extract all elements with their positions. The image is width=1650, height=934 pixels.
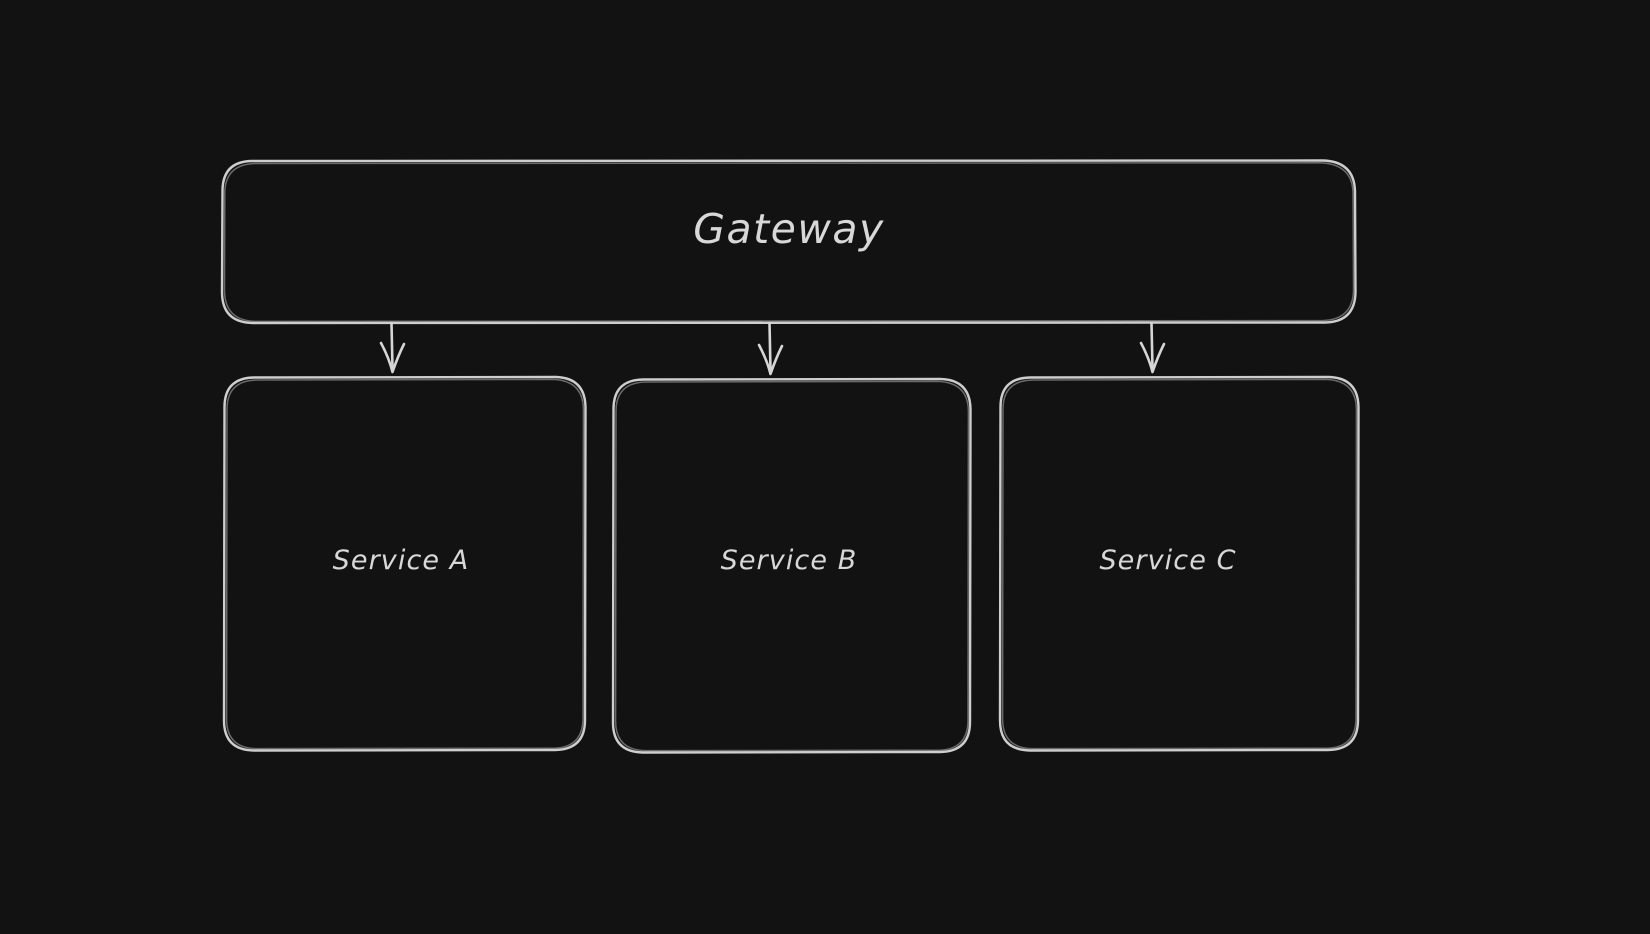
arrowhead-icon — [379, 341, 406, 374]
edge-line — [768, 321, 772, 372]
node-service-c-outline-sketch — [1001, 378, 1358, 750]
node-service-a-outline-sketch — [225, 378, 585, 750]
arrowhead-icon — [757, 343, 784, 376]
node-service-c-outline — [998, 375, 1360, 752]
node-gateway[interactable]: Gateway — [220, 159, 1357, 325]
node-service-c-label: Service C — [1099, 545, 1236, 576]
node-service-a-label: Service A — [333, 545, 470, 576]
node-gateway-outline-sketch — [223, 162, 1355, 323]
edge-line — [390, 321, 394, 370]
node-service-a[interactable]: Service A — [222, 375, 587, 752]
node-service-b-outline-sketch — [614, 380, 970, 752]
arrowhead-icon — [1139, 341, 1166, 374]
node-gateway-outline — [220, 159, 1357, 325]
edge-gateway-to-service-a — [379, 321, 406, 374]
edge-gateway-to-service-b — [757, 321, 784, 376]
node-gateway-label: Gateway — [693, 205, 885, 253]
node-service-a-outline — [222, 375, 587, 752]
node-service-b-outline — [611, 377, 972, 754]
edge-line — [1150, 321, 1154, 370]
node-service-b[interactable]: Service B — [611, 377, 972, 754]
node-service-c[interactable]: Service C — [998, 375, 1360, 752]
node-service-b-label: Service B — [721, 545, 858, 576]
edge-gateway-to-service-c — [1139, 321, 1166, 374]
